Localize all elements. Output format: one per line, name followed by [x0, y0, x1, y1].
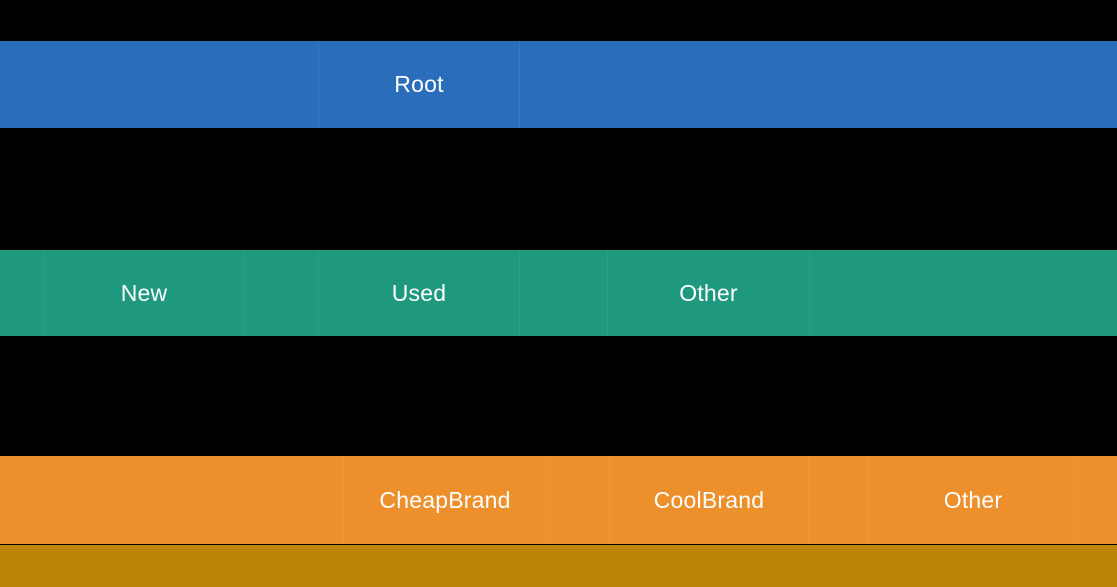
icicle-node-label: New	[120, 279, 168, 306]
icicle-node-label: Root	[394, 71, 444, 97]
icicle-node-label: Other	[943, 486, 1003, 513]
icicle-node-unlabeled[interactable]	[0, 456, 343, 544]
icicle-node-used[interactable]: Used	[318, 250, 519, 336]
icicle-node-unlabeled[interactable]	[519, 41, 1117, 128]
icicle-node-new[interactable]: New	[44, 250, 243, 336]
icicle-node-label: Other	[679, 279, 738, 306]
icicle-node-label: CoolBrand	[653, 486, 765, 513]
icicle-node-unlabeled[interactable]	[546, 456, 609, 544]
icicle-node-unlabeled[interactable]	[0, 250, 44, 336]
leaf-level	[0, 545, 1117, 587]
brand-level: CheapBrand CoolBrand Other	[0, 456, 1117, 544]
icicle-node-other[interactable]: Other	[607, 250, 809, 336]
icicle-node-unlabeled[interactable]	[0, 545, 1117, 587]
icicle-node-unlabeled[interactable]	[809, 250, 1117, 336]
icicle-node-label: CheapBrand	[379, 486, 511, 513]
icicle-node-unlabeled[interactable]	[808, 456, 868, 544]
icicle-node-unlabeled[interactable]	[243, 250, 318, 336]
icicle-node-coolbrand[interactable]: CoolBrand	[609, 456, 808, 544]
icicle-node-other[interactable]: Other	[868, 456, 1077, 544]
category-level: New Used Other	[0, 250, 1117, 336]
root-level: Root	[0, 41, 1117, 128]
icicle-node-root[interactable]: Root	[318, 41, 519, 128]
icicle-node-label: Used	[391, 279, 447, 306]
icicle-node-unlabeled[interactable]	[519, 250, 607, 336]
icicle-node-unlabeled[interactable]	[1077, 456, 1117, 544]
icicle-node-unlabeled[interactable]	[0, 41, 318, 128]
icicle-node-cheapbrand[interactable]: CheapBrand	[343, 456, 546, 544]
